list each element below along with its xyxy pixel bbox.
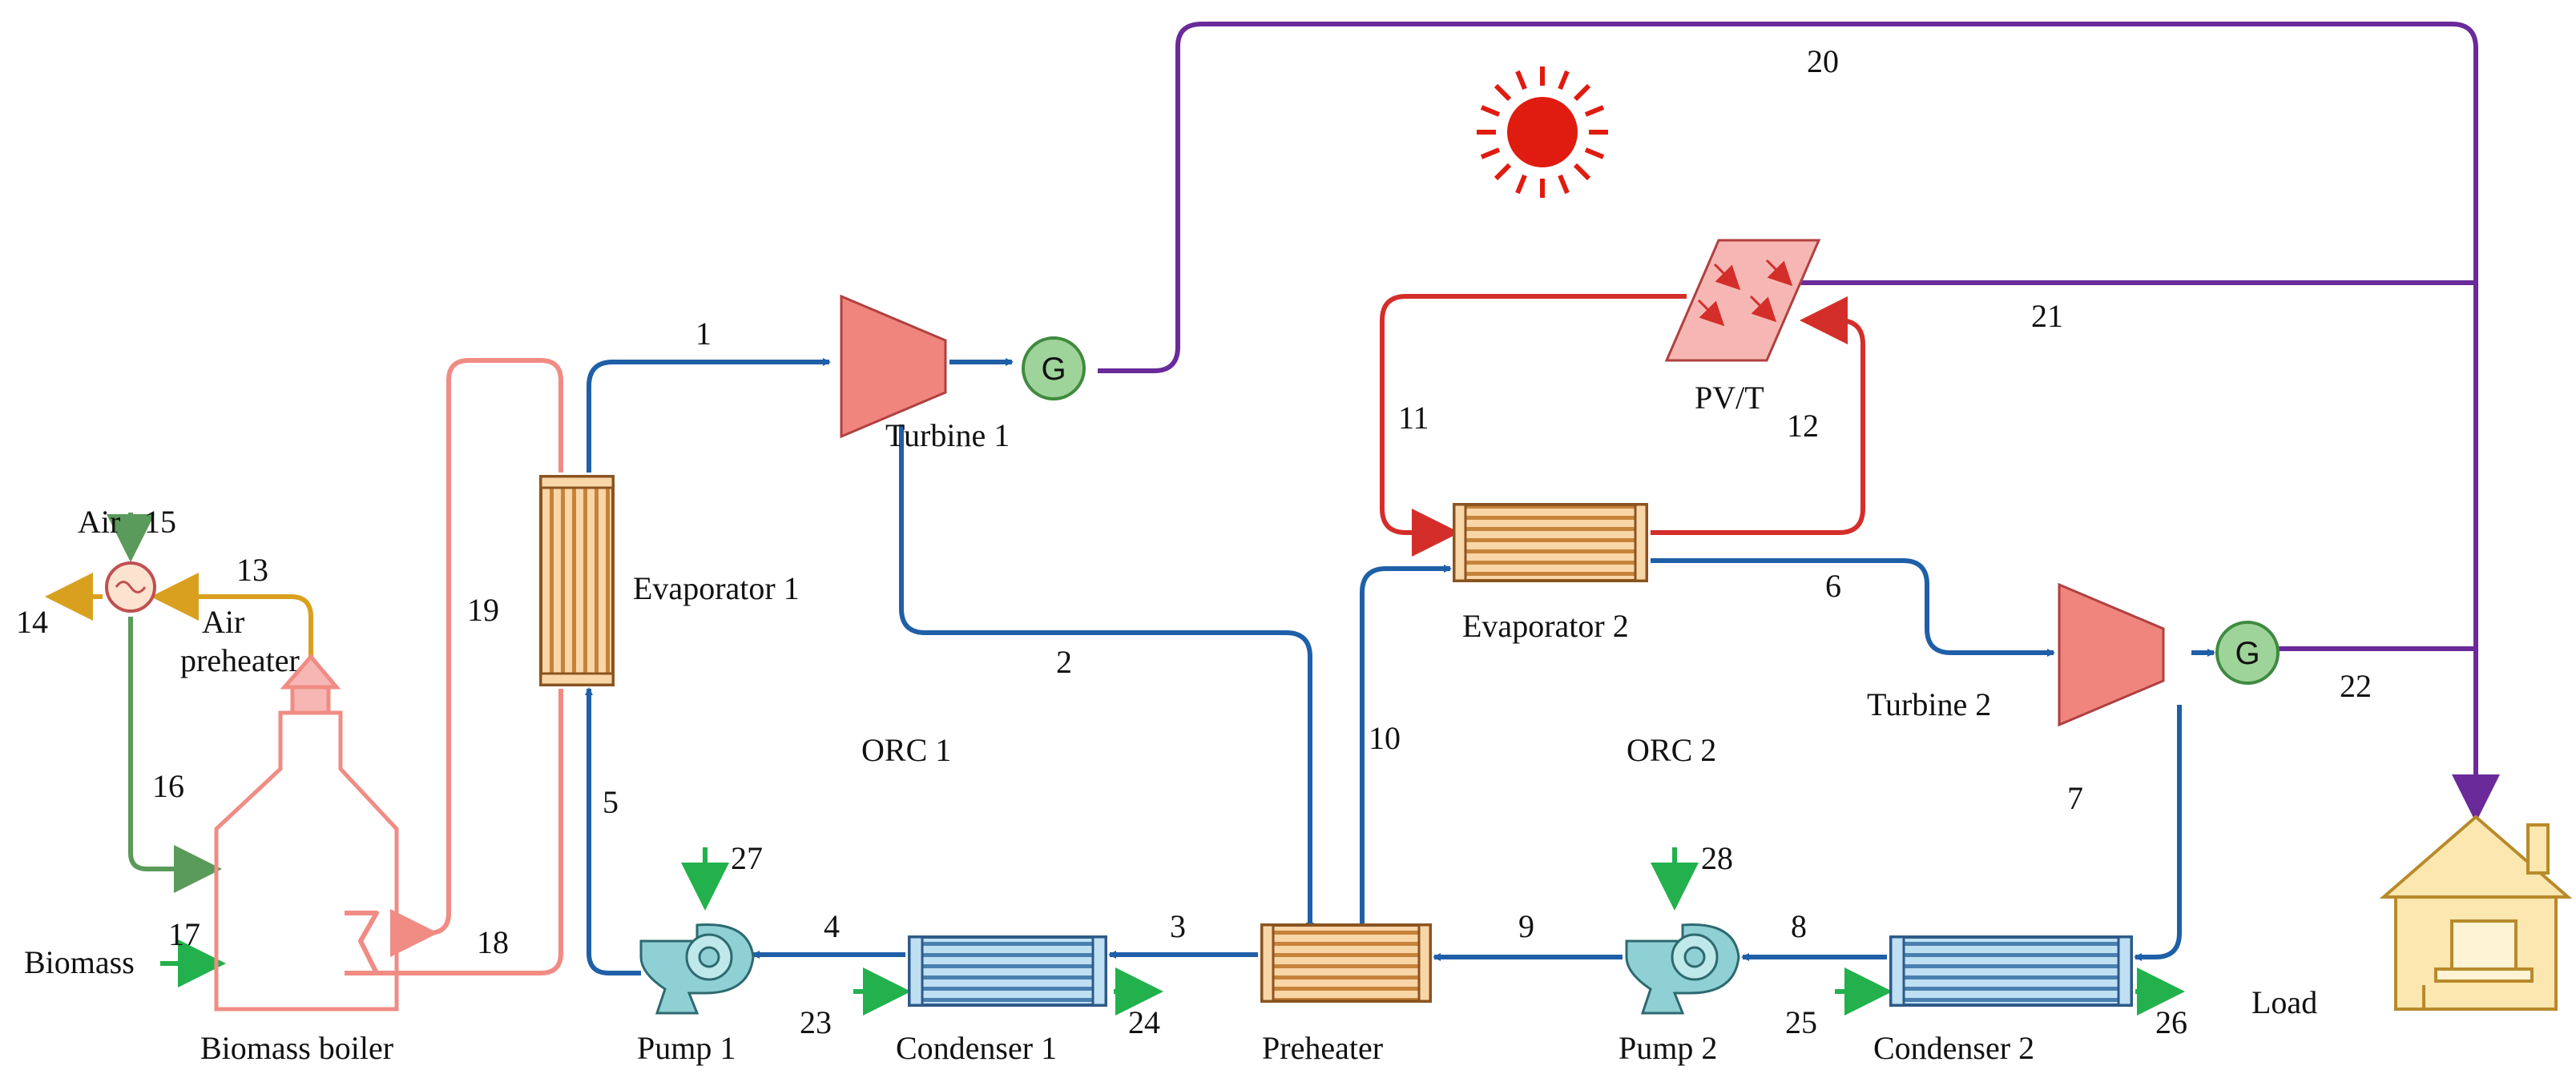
solar-loop-lines xyxy=(1380,294,1865,557)
cooling-lines xyxy=(160,847,2185,1016)
state-17: 17 xyxy=(168,916,200,952)
air-preheater xyxy=(105,561,156,613)
line-18 xyxy=(345,689,563,975)
state-5: 5 xyxy=(603,784,619,820)
state-25: 25 xyxy=(1785,1004,1817,1040)
orc2-lines xyxy=(1360,558,2215,961)
air-preheater-label-1: Air xyxy=(202,604,244,640)
sun-icon xyxy=(1477,66,1608,198)
pump-2 xyxy=(1625,923,1740,1015)
line-13 xyxy=(151,573,313,677)
state-27: 27 xyxy=(731,840,763,876)
boiler-hx xyxy=(345,911,379,975)
state-24: 24 xyxy=(1128,1004,1160,1040)
biomass-label: Biomass xyxy=(24,944,135,980)
turbine-1 xyxy=(840,294,947,439)
turbine-1-label: Turbine 1 xyxy=(885,417,1010,453)
generator-1-label: G xyxy=(1041,352,1066,387)
state-6: 6 xyxy=(1825,568,1841,604)
evaporator-2-label: Evaporator 2 xyxy=(1462,608,1629,644)
line-20 xyxy=(1098,22,2500,823)
biomass-boiler xyxy=(214,654,399,1012)
generator-2-label: G xyxy=(2235,636,2260,671)
state-11: 11 xyxy=(1398,400,1429,436)
state-9: 9 xyxy=(1518,908,1534,944)
state-28: 28 xyxy=(1701,840,1733,876)
state-2: 2 xyxy=(1056,644,1072,680)
line-7 xyxy=(2134,705,2182,961)
generator-2: G xyxy=(2215,621,2280,685)
pvt-panel xyxy=(1664,239,1821,362)
pump-2-label: Pump 2 xyxy=(1619,1030,1717,1066)
state-8: 8 xyxy=(1791,908,1807,944)
state-23: 23 xyxy=(800,1004,832,1040)
line-11 xyxy=(1380,294,1687,557)
flue-gas-lines xyxy=(345,358,563,975)
line-5 xyxy=(585,687,641,975)
line-10 xyxy=(1360,565,1452,929)
state-15: 15 xyxy=(144,504,176,540)
state-13: 13 xyxy=(236,552,268,588)
condenser-1 xyxy=(908,935,1107,1007)
state-22: 22 xyxy=(2340,668,2372,704)
state-16: 16 xyxy=(152,768,184,804)
condenser-2-label: Condenser 2 xyxy=(1873,1030,2034,1066)
orc-1-label: ORC 1 xyxy=(861,732,951,768)
state-19: 19 xyxy=(467,592,499,628)
evaporator-1-label: Evaporator 1 xyxy=(633,570,800,606)
line-2 xyxy=(899,424,1314,931)
orc-2-label: ORC 2 xyxy=(1627,732,1716,768)
line-16 xyxy=(128,617,222,893)
state-10: 10 xyxy=(1369,720,1401,756)
line-19 xyxy=(419,358,563,957)
orc1-lines xyxy=(585,358,1314,975)
line-1 xyxy=(587,358,831,473)
electricity-lines xyxy=(1098,22,2500,823)
line-6 xyxy=(1651,558,2055,657)
load-house-icon xyxy=(2379,815,2573,1011)
state-14: 14 xyxy=(16,604,48,640)
turbine-2 xyxy=(2058,582,2165,727)
preheater-label: Preheater xyxy=(1262,1030,1383,1066)
pump-1-label: Pump 1 xyxy=(637,1030,736,1066)
state-3: 3 xyxy=(1170,908,1186,944)
air-lines xyxy=(44,513,313,893)
state-26: 26 xyxy=(2155,1004,2187,1040)
biomass-boiler-label: Biomass boiler xyxy=(200,1030,393,1066)
load-label: Load xyxy=(2251,984,2317,1020)
evaporator-2 xyxy=(1453,503,1648,582)
state-12: 12 xyxy=(1787,408,1819,444)
air-label: Air xyxy=(78,504,120,540)
generator-1: G xyxy=(1022,336,1086,400)
state-1: 1 xyxy=(695,316,712,352)
state-18: 18 xyxy=(477,924,509,960)
preheater xyxy=(1260,923,1432,1003)
pump-1 xyxy=(639,923,755,1015)
state-4: 4 xyxy=(824,908,840,944)
state-7: 7 xyxy=(2067,780,2083,816)
condenser-2 xyxy=(1889,935,2133,1007)
state-20: 20 xyxy=(1807,43,1839,79)
air-preheater-label-2: preheater xyxy=(180,642,300,678)
state-21: 21 xyxy=(2031,298,2063,334)
turbine-2-label: Turbine 2 xyxy=(1867,686,1991,722)
pvt-label: PV/T xyxy=(1695,380,1764,416)
condenser-1-label: Condenser 1 xyxy=(896,1030,1057,1066)
evaporator-1 xyxy=(539,475,615,686)
line-12 xyxy=(1651,296,1865,535)
